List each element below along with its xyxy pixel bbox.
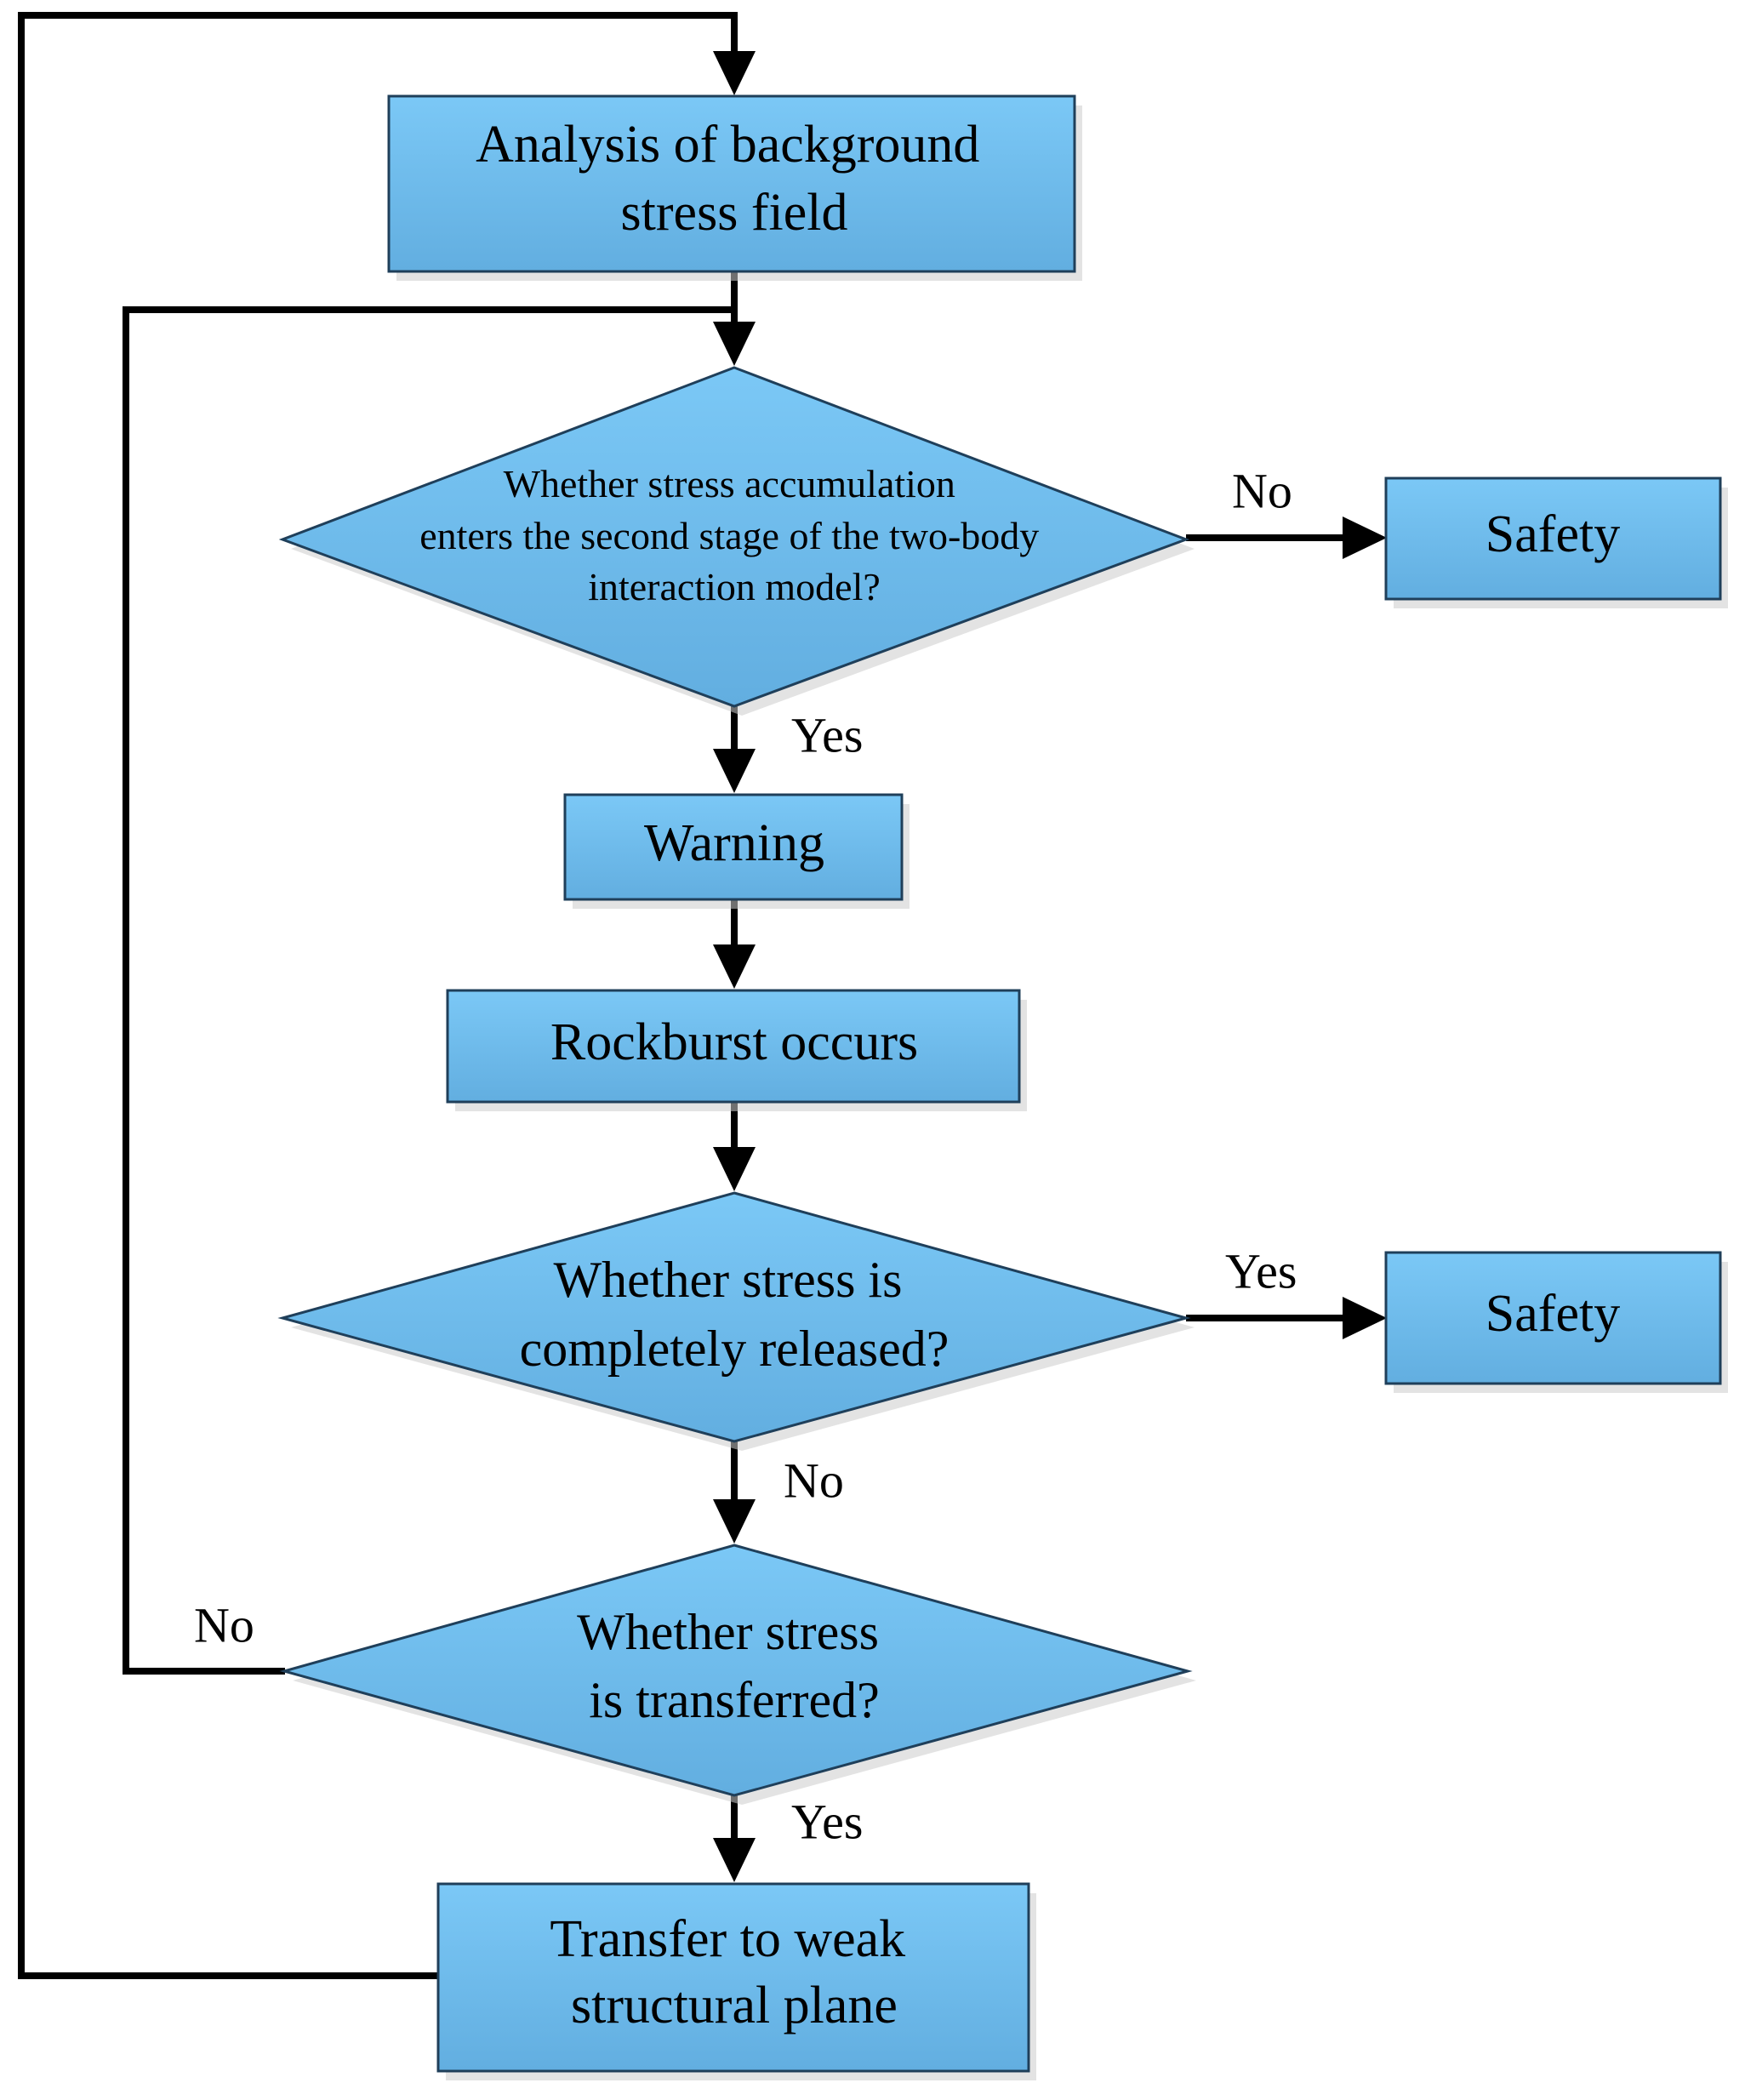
label-released-no: No xyxy=(784,1452,844,1508)
node-analysis-text: Analysis of background stress field xyxy=(476,116,993,242)
released-yes-arrowhead xyxy=(1343,1297,1387,1339)
loop-transfer-to-analysis-arrowhead xyxy=(713,51,756,95)
loop-no-transfer-line xyxy=(123,306,734,1675)
label-stage-yes: Yes xyxy=(791,707,863,762)
node-warning-text: Warning xyxy=(644,814,824,872)
node-safety-1: Safety xyxy=(1384,476,1728,608)
node-decision-released-line-1: Whether stress is xyxy=(554,1252,903,1308)
node-decision-released-text: Whether stress is completely released? xyxy=(520,1252,949,1377)
stage-no-arrowhead xyxy=(1343,516,1387,559)
label-stage-no: No xyxy=(1232,463,1292,518)
node-safety-2: Safety xyxy=(1384,1251,1728,1393)
label-transferred-no: No xyxy=(194,1597,254,1652)
node-decision-transferred-text: Whether stress is transferred? xyxy=(577,1604,892,1728)
node-rockburst-line-1: Rockburst occurs xyxy=(550,1013,918,1071)
node-decision-transferred-line-1: Whether stress xyxy=(577,1604,879,1660)
analysis-to-decision-arrowhead xyxy=(713,322,756,366)
node-decision-stage-line-2: enters the second stage of the two-body xyxy=(419,514,1039,557)
loop-transfer-to-analysis-line xyxy=(18,12,738,1979)
node-analysis-line-2: stress field xyxy=(621,184,848,242)
node-safety-2-text: Safety xyxy=(1486,1285,1620,1343)
node-decision-transferred-line-2: is transferred? xyxy=(589,1672,879,1728)
node-transfer-line-2: structural plane xyxy=(571,1977,898,2034)
node-decision-released: Whether stress is completely released? xyxy=(277,1191,1195,1451)
node-safety-2-line-1: Safety xyxy=(1486,1285,1620,1343)
transferred-yes-arrowhead xyxy=(713,1838,756,1882)
warning-to-rockburst-arrowhead xyxy=(713,944,756,989)
node-decision-stage-text: Whether stress accumulation enters the s… xyxy=(419,462,1049,608)
node-safety-1-line-1: Safety xyxy=(1486,505,1620,563)
node-transfer: Transfer to weak structural plane xyxy=(436,1882,1036,2080)
label-released-yes: Yes xyxy=(1225,1243,1297,1298)
node-warning-line-1: Warning xyxy=(644,814,824,872)
node-safety-1-text: Safety xyxy=(1486,505,1620,563)
node-transfer-text: Transfer to weak structural plane xyxy=(550,1910,918,2034)
node-warning: Warning xyxy=(563,793,910,909)
node-decision-stage: Whether stress accumulation enters the s… xyxy=(278,366,1195,716)
node-decision-stage-line-1: Whether stress accumulation xyxy=(504,462,955,505)
node-decision-released-line-2: completely released? xyxy=(520,1321,949,1377)
node-decision-transferred: Whether stress is transferred? xyxy=(279,1544,1196,1805)
node-analysis-line-1: Analysis of background xyxy=(476,116,979,174)
rockburst-to-released-arrowhead xyxy=(713,1147,756,1191)
edge-labels: No Yes Yes No No Yes xyxy=(194,463,1297,1849)
label-transferred-yes: Yes xyxy=(791,1794,863,1849)
node-analysis: Analysis of background stress field xyxy=(387,94,1082,281)
node-transfer-line-1: Transfer to weak xyxy=(550,1910,905,1968)
node-decision-stage-line-3: interaction model? xyxy=(588,565,881,608)
node-rockburst-text: Rockburst occurs xyxy=(550,1013,918,1071)
node-rockburst: Rockburst occurs xyxy=(446,989,1027,1111)
released-no-arrowhead xyxy=(713,1499,756,1544)
stage-yes-arrowhead xyxy=(713,749,756,793)
